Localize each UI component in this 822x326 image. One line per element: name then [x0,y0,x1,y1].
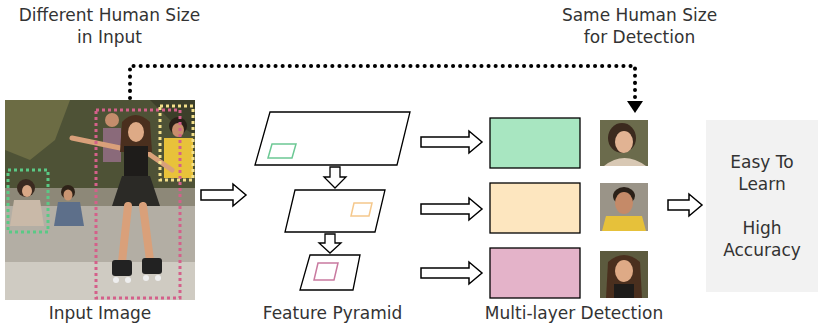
skater-face [128,122,144,142]
connector [668,194,702,216]
thumb-top [614,284,634,298]
dotted-connector [130,66,635,102]
connector [421,131,482,153]
annotation-label: Same Human Size for Detection [552,4,727,48]
photo-pavement [5,262,195,300]
connector [421,198,482,220]
block-arrow [421,262,482,284]
pyramid-level [285,190,385,232]
label-container: Same Human Size for Detection [552,4,727,48]
skate [142,258,162,274]
node-text: Feature Pyramid [263,304,402,323]
person-hair [17,179,35,197]
photo-ground [5,100,195,300]
person-body [54,202,84,226]
roi-box [268,144,296,158]
connector [201,184,246,206]
connector [421,262,482,284]
thumb-shirt [602,216,646,231]
block-arrow [201,184,246,206]
thumbnail [600,120,648,166]
skater-leg [122,206,128,262]
thumb-hair [606,255,642,298]
pyramid-level [255,112,410,165]
thumb-hair [608,123,636,153]
connector [130,66,643,113]
down-arrow [319,234,341,253]
block-arrow [421,198,482,220]
node-text: Multi-layer Detection [485,304,663,323]
detection-head [490,118,580,168]
result-box: Easy To LearnHigh Accuracy [706,120,818,292]
skate-wheel [143,275,149,281]
person-face [105,113,119,127]
detection-head [490,183,580,233]
detection-heads [490,118,580,298]
crop-thumbnails [600,120,648,298]
photo-foliage [5,100,70,160]
annotation-label: Different Human Size in Input [12,4,207,48]
roi-box [351,203,372,216]
node-text: Easy To Learn [714,151,810,195]
photo-trees [5,100,195,192]
skate-wheel [155,275,161,281]
skate-wheel [113,277,119,283]
detection-head [490,248,580,298]
feature-pyramid-group: Feature Pyramid [250,105,415,323]
skate-wheel [125,277,131,283]
skate [112,260,132,276]
label-container: Different Human Size in Input [12,4,207,48]
thumb-face [615,260,633,282]
person-body [10,200,44,226]
down-arrow [324,167,346,188]
skater-top [124,146,148,176]
detection-box [8,170,48,232]
block-arrow [668,194,702,216]
thumb-body [604,158,646,166]
input-photo [5,100,195,300]
feature-pyramid [255,112,410,290]
roi-box [314,263,338,280]
person-face [22,185,32,197]
skater-skirt [112,176,160,206]
thumb-face [615,192,633,214]
detection-box [160,106,193,180]
arrowhead [627,101,643,113]
input-image-group: Input Image [5,100,195,323]
thumb-face [615,131,633,153]
node-text: High Accuracy [714,217,810,261]
node-text: Input Image [49,304,152,323]
block-arrow [421,131,482,153]
detection-box [96,110,180,298]
skater-leg [143,206,150,260]
thumbnail [600,251,648,298]
thumbnail [600,183,648,231]
person-face [172,123,184,137]
person-face [64,190,73,201]
pyramid-level [300,255,360,290]
detection-group: Multi-layer Detection [486,114,662,323]
